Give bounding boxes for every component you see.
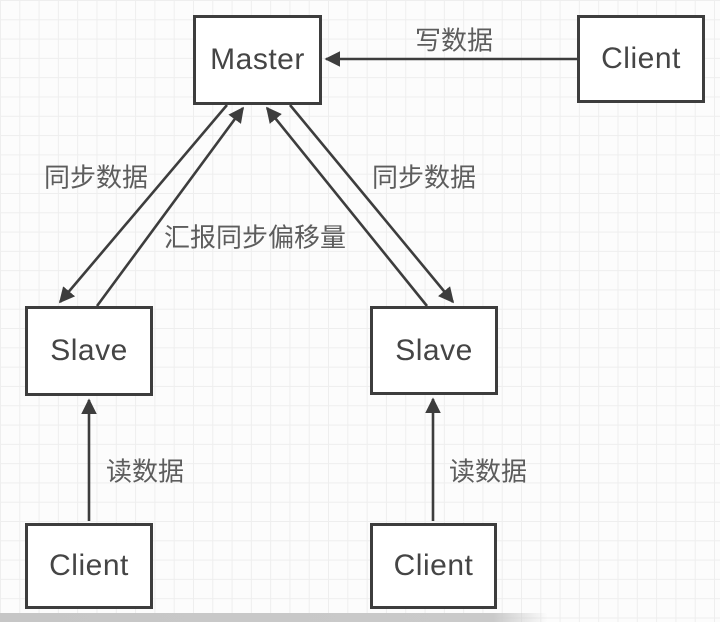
node-slave-left: Slave <box>25 306 153 396</box>
edge-sync-left-arrow <box>58 104 228 304</box>
node-slave-right-label: Slave <box>395 333 473 367</box>
edge-sync-right-arrow <box>288 104 455 304</box>
node-client-bottom-right-label: Client <box>393 549 474 582</box>
node-client-top: Client <box>577 15 705 103</box>
edge-label-read-data-right: 读数据 <box>448 456 528 487</box>
node-client-bottom-right: Client <box>370 523 497 609</box>
edge-label-sync-data-left: 同步数据 <box>43 162 149 193</box>
bottom-gray-bar <box>0 613 548 622</box>
node-slave-right: Slave <box>370 306 498 395</box>
edge-report-offset-right-arrow <box>265 106 429 307</box>
edge-label-write-data: 写数据 <box>414 25 494 56</box>
edge-label-report-sync-offset: 汇报同步偏移量 <box>163 222 347 253</box>
edge-label-sync-data-right: 同步数据 <box>371 162 477 193</box>
edge-label-read-data-left: 读数据 <box>105 456 185 487</box>
node-slave-left-label: Slave <box>50 334 128 367</box>
node-client-bottom-left: Client <box>25 523 153 609</box>
node-master-label: Master <box>210 43 305 76</box>
node-master: Master <box>193 15 322 105</box>
node-client-bottom-left-label: Client <box>49 549 129 582</box>
node-client-top-label: Client <box>601 42 681 75</box>
edge-report-offset-left-arrow <box>95 106 245 307</box>
